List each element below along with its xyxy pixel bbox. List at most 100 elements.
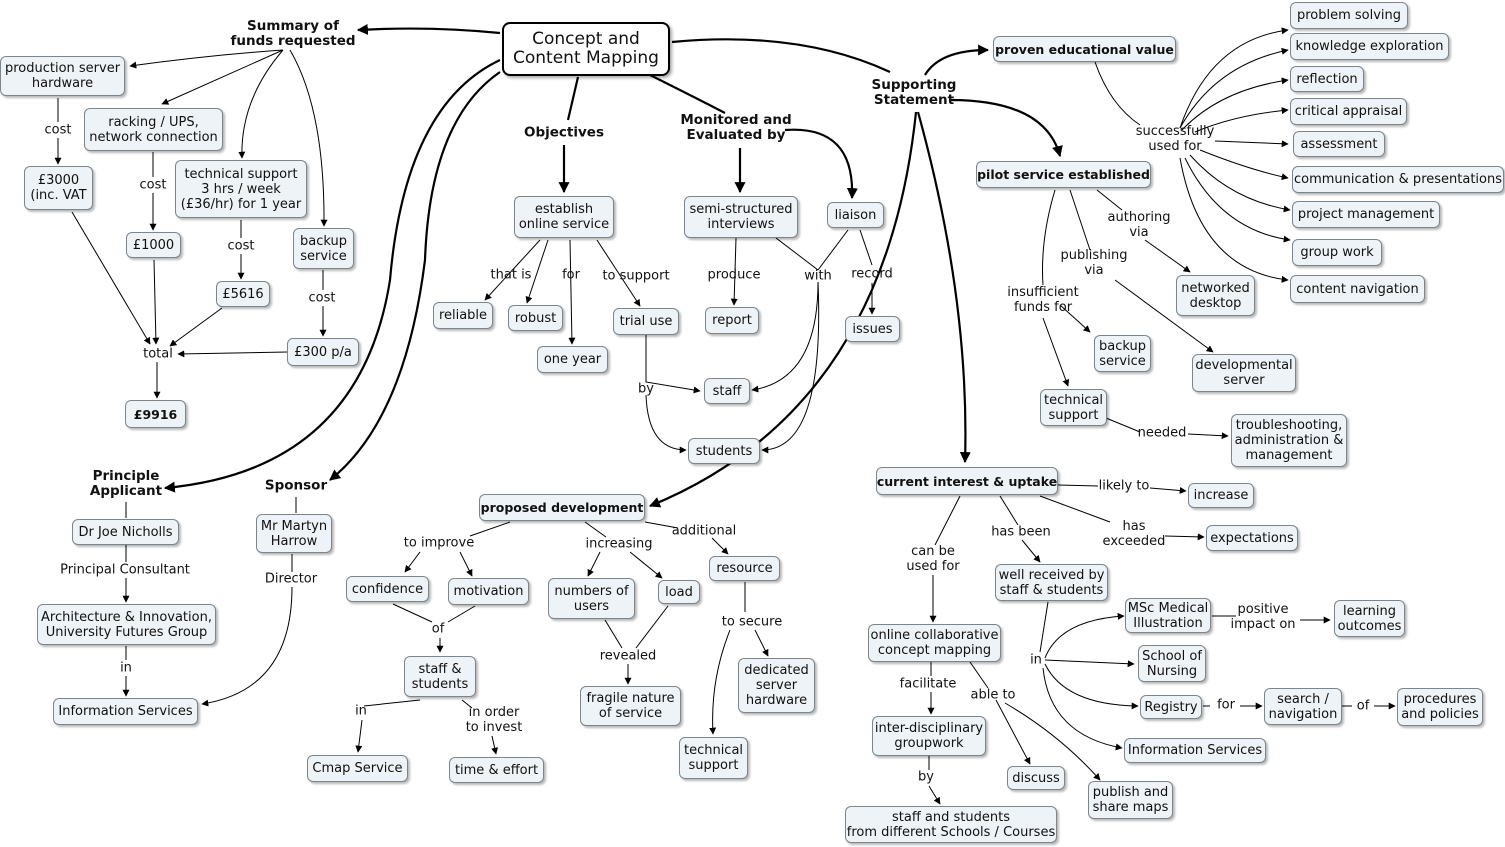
node-cost-5616[interactable]: £5616 [216, 281, 270, 307]
link-label-of: of [1356, 698, 1370, 714]
node-networked-desktop[interactable]: networked desktop [1176, 275, 1255, 316]
link-label-additional: additional [671, 523, 737, 539]
node-online-collaborative-concept-mapping[interactable]: online collaborative concept mapping [868, 624, 1001, 662]
node-expectations[interactable]: expectations [1206, 525, 1298, 551]
node-school-of-nursing[interactable]: School of Nursing [1138, 645, 1206, 682]
node-cost-3000[interactable]: £3000 (inc. VAT [24, 166, 93, 210]
link-label-cost: cost [44, 122, 72, 138]
objectives-label: Objectives [524, 124, 604, 141]
link-label-that-is: that is [490, 267, 532, 283]
node-project-management[interactable]: project management [1292, 201, 1440, 228]
node-communication-presentations[interactable]: communication & presentations [1292, 166, 1504, 193]
link-label-record: record [851, 266, 893, 282]
node-cost-300[interactable]: £300 p/a [287, 338, 359, 366]
link-label-insufficient-funds-for: insufficient funds for [1007, 285, 1079, 315]
node-technical-support-bottom[interactable]: technical support [679, 737, 748, 779]
link-label-successfully-used-for: successfully used for [1135, 124, 1215, 154]
node-proposed-development[interactable]: proposed development [479, 494, 645, 521]
node-dedicated-server-hardware[interactable]: dedicated server hardware [738, 658, 815, 713]
link-label-by: by [918, 769, 934, 785]
node-learning-outcomes[interactable]: learning outcomes [1334, 600, 1405, 637]
node-staff-and-students[interactable]: staff & students [404, 656, 476, 697]
link-label-publishing-via: publishing via [1060, 248, 1128, 278]
node-cmap-service[interactable]: Cmap Service [307, 755, 408, 782]
link-label-with: with [804, 268, 832, 284]
link-label-of: of [431, 621, 445, 637]
node-procedures-policies[interactable]: procedures and policies [1397, 688, 1483, 726]
node-fragile-nature-of-service[interactable]: fragile nature of service [580, 686, 681, 726]
monitored-evaluated-label: Monitored and Evaluated by [680, 112, 792, 143]
node-one-year[interactable]: one year [537, 346, 608, 373]
link-label-to-support: to support [602, 268, 670, 284]
node-backup-service-mid[interactable]: backup service [1094, 335, 1151, 372]
link-label-in-order-to-invest: in order to invest [465, 705, 523, 735]
node-well-received[interactable]: well received by staff & students [995, 564, 1108, 601]
node-confidence[interactable]: confidence [346, 576, 429, 602]
link-label-to-improve: to improve [403, 535, 475, 551]
node-dr-joe-nicholls[interactable]: Dr Joe Nicholls [72, 519, 179, 545]
node-mr-martyn-harrow[interactable]: Mr Martyn Harrow [256, 514, 332, 553]
node-staff-students-different-schools[interactable]: staff and students from different School… [845, 806, 1057, 843]
link-label-facilitate: facilitate [899, 676, 957, 692]
node-robust[interactable]: robust [508, 305, 563, 331]
node-content-navigation[interactable]: content navigation [1290, 275, 1425, 303]
root-concept-node[interactable]: Concept and Content Mapping [502, 22, 670, 76]
node-group-work[interactable]: group work [1292, 239, 1382, 266]
supporting-statement-label: Supporting Statement [871, 77, 957, 108]
principle-applicant-label: Principle Applicant [89, 468, 163, 499]
node-current-interest-uptake[interactable]: current interest & uptake [876, 467, 1058, 495]
node-load[interactable]: load [658, 580, 700, 604]
node-proven-educational-value[interactable]: proven educational value [993, 36, 1176, 62]
node-problem-solving[interactable]: problem solving [1290, 2, 1408, 29]
node-issues[interactable]: issues [845, 316, 900, 342]
node-report[interactable]: report [705, 307, 759, 334]
node-trial-use[interactable]: trial use [613, 308, 679, 335]
node-technical-support-mid[interactable]: technical support [1040, 389, 1107, 426]
node-inter-disciplinary-groupwork[interactable]: inter-disciplinary groupwork [872, 716, 986, 756]
node-liaison[interactable]: liaison [827, 202, 884, 228]
link-label-can-be-used-for: can be used for [906, 544, 960, 574]
link-label-has-exceeded: has exceeded [1102, 519, 1166, 549]
node-critical-appraisal[interactable]: critical appraisal [1290, 98, 1407, 125]
link-label-cost: cost [227, 238, 255, 254]
node-reflection[interactable]: reflection [1290, 66, 1364, 92]
link-label-likely-to: likely to [1098, 478, 1150, 494]
node-discuss[interactable]: discuss [1007, 766, 1065, 790]
node-search-navigation[interactable]: search / navigation [1264, 688, 1342, 725]
link-label-director: Director [264, 571, 318, 587]
node-staff[interactable]: staff [704, 378, 750, 404]
link-label-has-been: has been [991, 524, 1051, 540]
node-resource[interactable]: resource [709, 556, 780, 581]
node-total-9916[interactable]: £9916 [125, 400, 186, 428]
node-assessment[interactable]: assessment [1293, 131, 1385, 157]
node-establish-online-service[interactable]: establish online service [514, 196, 614, 238]
node-production-server-hardware[interactable]: production server hardware [0, 56, 125, 96]
node-publish-share-maps[interactable]: publish and share maps [1088, 781, 1173, 819]
link-label-needed: needed [1137, 425, 1187, 441]
node-students[interactable]: students [688, 438, 760, 464]
link-label-for: for [562, 267, 580, 283]
link-label-total: total [143, 346, 173, 362]
node-time-effort[interactable]: time & effort [449, 757, 544, 783]
node-information-services-right[interactable]: Information Services [1124, 738, 1266, 763]
node-developmental-server[interactable]: developmental server [1192, 354, 1296, 392]
node-information-services-left[interactable]: Information Services [53, 698, 198, 725]
node-knowledge-exploration[interactable]: knowledge exploration [1290, 33, 1449, 60]
node-increase[interactable]: increase [1188, 483, 1254, 508]
link-label-positive-impact-on: positive impact on [1230, 602, 1296, 632]
node-pilot-service-established[interactable]: pilot service established [976, 161, 1151, 188]
node-semi-structured-interviews[interactable]: semi-structured interviews [684, 196, 798, 238]
node-technical-support-top[interactable]: technical support 3 hrs / week (£36/hr) … [175, 160, 307, 218]
node-registry[interactable]: Registry [1140, 695, 1202, 719]
link-label-to-secure: to secure [721, 614, 783, 630]
node-troubleshooting[interactable]: troubleshooting, administration & manage… [1231, 414, 1347, 467]
node-motivation[interactable]: motivation [448, 578, 529, 605]
node-architecture-innovation[interactable]: Architecture & Innovation, University Fu… [37, 604, 216, 645]
node-msc-medical-illustration[interactable]: MSc Medical Illustration [1125, 598, 1211, 633]
node-numbers-of-users[interactable]: numbers of users [548, 578, 635, 619]
node-cost-1000[interactable]: £1000 [126, 232, 181, 258]
node-backup-service-top[interactable]: backup service [293, 228, 354, 269]
node-racking-ups[interactable]: racking / UPS, network connection [84, 108, 223, 151]
node-reliable[interactable]: reliable [433, 302, 493, 329]
